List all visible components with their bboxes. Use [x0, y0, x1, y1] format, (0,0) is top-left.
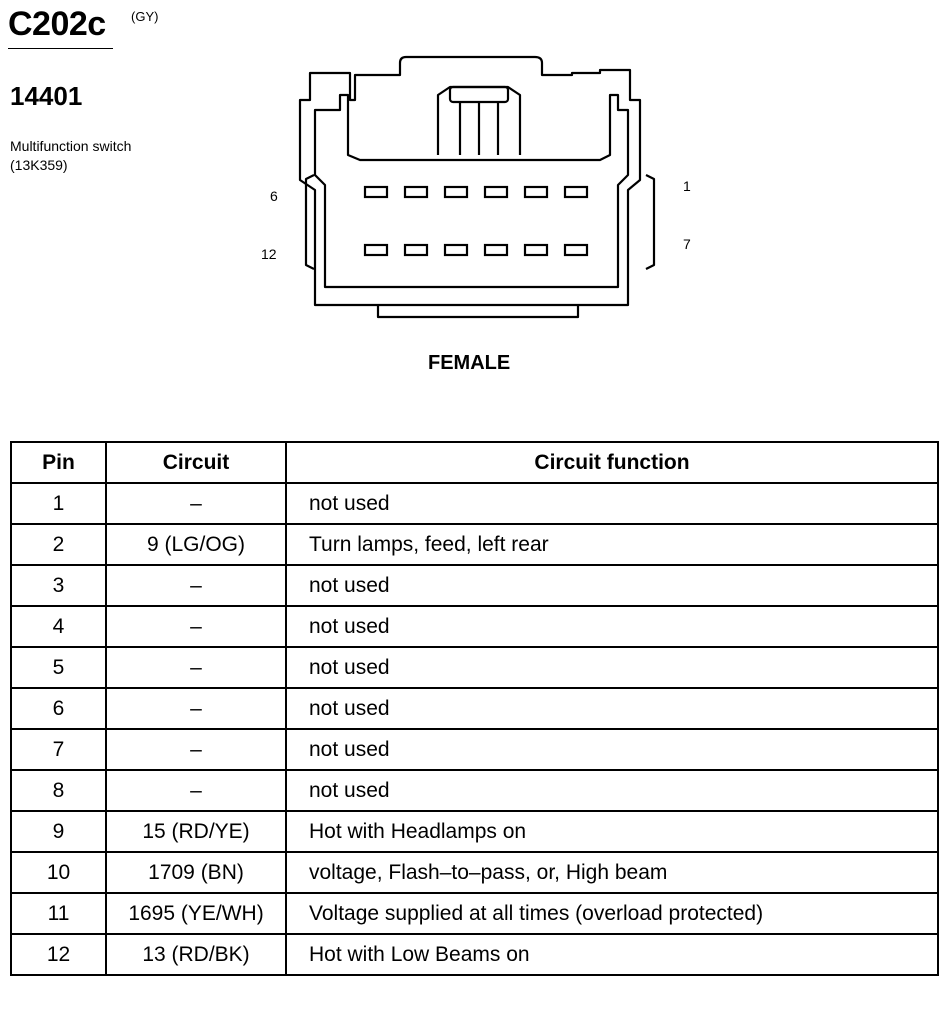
- table-row: 9 15 (RD/YE) Hot with Headlamps on: [10, 810, 939, 853]
- table-row: 7 – not used: [10, 728, 939, 771]
- terminal-5: [403, 185, 429, 199]
- circuit-cell: –: [105, 605, 287, 648]
- terminal-6: [363, 185, 389, 199]
- pin-cell: 3: [10, 564, 107, 607]
- connector-left-key: [304, 174, 315, 270]
- table-row: 8 – not used: [10, 769, 939, 812]
- function-cell: Hot with Headlamps on: [285, 810, 939, 853]
- pin-label-top-right: 1: [683, 178, 691, 194]
- table-row: 12 13 (RD/BK) Hot with Low Beams on: [10, 933, 939, 976]
- terminal-3: [483, 185, 509, 199]
- pin-cell: 4: [10, 605, 107, 648]
- circuit-cell: –: [105, 482, 287, 525]
- terminal-11: [403, 243, 429, 257]
- terminal-row-top: [363, 185, 589, 199]
- part-number: 14401: [10, 81, 83, 111]
- function-cell: not used: [285, 646, 939, 689]
- table-header-row: Pin Circuit Circuit function: [10, 441, 939, 484]
- connector-right-key: [645, 174, 656, 270]
- function-cell: not used: [285, 728, 939, 771]
- terminal-row-bottom: [363, 243, 589, 257]
- header-circuit: Circuit: [105, 441, 287, 484]
- circuit-cell: 15 (RD/YE): [105, 810, 287, 853]
- table-row: 2 9 (LG/OG) Turn lamps, feed, left rear: [10, 523, 939, 566]
- function-cell: not used: [285, 605, 939, 648]
- header-circuit-function: Circuit function: [285, 441, 939, 484]
- circuit-cell: 1695 (YE/WH): [105, 892, 287, 935]
- terminal-9: [483, 243, 509, 257]
- circuit-cell: –: [105, 769, 287, 812]
- function-cell: not used: [285, 769, 939, 812]
- pin-cell: 1: [10, 482, 107, 525]
- function-cell: not used: [285, 687, 939, 730]
- connector-id: C202c: [8, 5, 106, 43]
- table-row: 1 – not used: [10, 482, 939, 525]
- pin-label-bottom-left: 12: [261, 246, 277, 262]
- table-row: 4 – not used: [10, 605, 939, 648]
- table-row: 11 1695 (YE/WH) Voltage supplied at all …: [10, 892, 939, 935]
- circuit-cell: –: [105, 728, 287, 771]
- pin-cell: 8: [10, 769, 107, 812]
- function-cell: voltage, Flash–to–pass, or, High beam: [285, 851, 939, 894]
- pin-label-top-left: 6: [270, 188, 278, 204]
- terminal-1: [563, 185, 589, 199]
- table-row: 3 – not used: [10, 564, 939, 607]
- terminal-12: [363, 243, 389, 257]
- pin-cell: 9: [10, 810, 107, 853]
- connector-face-diagram: 6 12 1 7: [261, 55, 691, 319]
- pinout-table: Pin Circuit Circuit function 1 – not use…: [10, 441, 939, 976]
- connector-description: Multifunction switch (13K359): [10, 137, 131, 175]
- connector-gender: FEMALE: [428, 352, 511, 374]
- function-cell: Hot with Low Beams on: [285, 933, 939, 976]
- title-underline: [8, 48, 113, 49]
- table-row: 6 – not used: [10, 687, 939, 730]
- pin-cell: 6: [10, 687, 107, 730]
- function-cell: Turn lamps, feed, left rear: [285, 523, 939, 566]
- function-cell: Voltage supplied at all times (overload …: [285, 892, 939, 935]
- terminal-7: [563, 243, 589, 257]
- pin-cell: 10: [10, 851, 107, 894]
- circuit-cell: –: [105, 564, 287, 607]
- pin-cell: 5: [10, 646, 107, 689]
- circuit-cell: 13 (RD/BK): [105, 933, 287, 976]
- pin-cell: 12: [10, 933, 107, 976]
- circuit-cell: –: [105, 687, 287, 730]
- terminal-8: [523, 243, 549, 257]
- table-row: 5 – not used: [10, 646, 939, 689]
- pin-cell: 2: [10, 523, 107, 566]
- color-code: (GY): [131, 9, 159, 24]
- pin-label-bottom-right: 7: [683, 236, 691, 252]
- description-line-1: Multifunction switch: [10, 138, 132, 154]
- function-cell: not used: [285, 482, 939, 525]
- circuit-cell: –: [105, 646, 287, 689]
- header-pin: Pin: [10, 441, 107, 484]
- table-row: 10 1709 (BN) voltage, Flash–to–pass, or,…: [10, 851, 939, 894]
- terminal-4: [443, 185, 469, 199]
- circuit-cell: 1709 (BN): [105, 851, 287, 894]
- terminal-2: [523, 185, 549, 199]
- function-cell: not used: [285, 564, 939, 607]
- pin-cell: 11: [10, 892, 107, 935]
- connector-bottom-tab: [376, 305, 580, 319]
- circuit-cell: 9 (LG/OG): [105, 523, 287, 566]
- description-line-2: (13K359): [10, 157, 68, 173]
- terminal-10: [443, 243, 469, 257]
- connector-outer-body: [298, 55, 642, 307]
- pin-cell: 7: [10, 728, 107, 771]
- connector-inner-cavity: [313, 93, 630, 289]
